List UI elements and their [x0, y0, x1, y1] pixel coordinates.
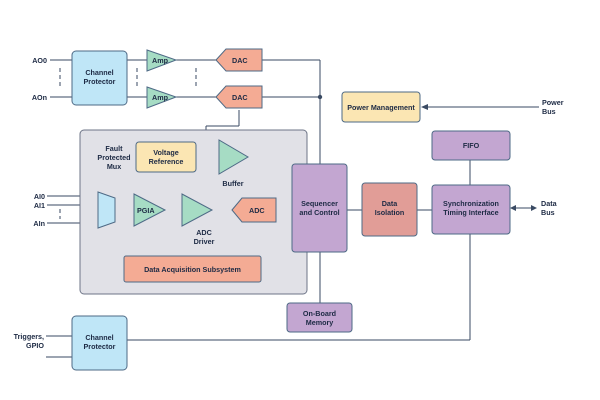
adc-driver: ADC Driver	[181, 193, 215, 246]
mux	[97, 191, 116, 229]
svg-text:Data: Data	[382, 199, 399, 208]
label-data: Data	[541, 199, 558, 208]
label-data-bus: Bus	[541, 208, 555, 217]
svg-text:PGIA: PGIA	[137, 206, 155, 215]
fault-protected-mux-label: Fault Protected Mux	[97, 144, 130, 171]
svg-text:Voltage: Voltage	[153, 148, 178, 157]
label-triggers: Triggers,	[14, 332, 44, 341]
svg-text:Memory: Memory	[306, 318, 334, 327]
buffer: Buffer	[218, 139, 249, 188]
sequencer-and-control: Sequencer and Control	[291, 163, 348, 253]
label-ain: AIn	[33, 219, 45, 228]
svg-text:DAC: DAC	[232, 56, 248, 65]
svg-text:Amp: Amp	[152, 93, 169, 102]
label-ao0: AO0	[32, 56, 47, 65]
svg-text:ADC: ADC	[249, 206, 265, 215]
synchronization-timing-interface: Synchronization Timing Interface	[431, 184, 511, 235]
channel-protector-bottom: Channel Protector	[71, 315, 128, 371]
svg-text:Mux: Mux	[107, 162, 121, 171]
svg-text:FIFO: FIFO	[463, 141, 480, 150]
svg-text:Reference: Reference	[149, 157, 184, 166]
channel-protector-top: Channel Protector	[71, 50, 128, 106]
label-ai1: AI1	[34, 201, 45, 210]
voltage-reference: Voltage Reference	[135, 141, 197, 173]
label-power-bus: Bus	[542, 107, 556, 116]
data-isolation: Data Isolation	[361, 182, 418, 237]
svg-text:Driver: Driver	[194, 237, 215, 246]
adc: ADC	[231, 197, 277, 223]
svg-text:Protector: Protector	[84, 342, 116, 351]
svg-text:Fault: Fault	[105, 144, 123, 153]
pgia: PGIA	[133, 193, 167, 227]
svg-text:and Control: and Control	[299, 208, 339, 217]
label-aon: AOn	[32, 93, 47, 102]
svg-text:Timing Interface: Timing Interface	[443, 208, 498, 217]
svg-text:ADC: ADC	[196, 228, 212, 237]
svg-text:Protected: Protected	[97, 153, 130, 162]
svg-text:Channel: Channel	[85, 68, 113, 77]
label-gpio: GPIO	[26, 341, 44, 350]
svg-text:Sequencer: Sequencer	[301, 199, 338, 208]
daq-subsystem-label: Data Acquisition Subsystem	[123, 255, 262, 283]
svg-text:Amp: Amp	[152, 56, 169, 65]
svg-text:Buffer: Buffer	[222, 179, 243, 188]
fifo: FIFO	[431, 130, 511, 161]
svg-text:Protector: Protector	[84, 77, 116, 86]
label-ai0: AI0	[34, 192, 45, 201]
svg-text:Isolation: Isolation	[375, 208, 405, 217]
svg-text:DAC: DAC	[232, 93, 248, 102]
dac-bottom: DAC	[215, 85, 263, 109]
amp-top: Amp	[146, 49, 178, 72]
svg-text:On-Board: On-Board	[303, 309, 336, 318]
svg-text:Synchronization: Synchronization	[443, 199, 499, 208]
dac-top: DAC	[215, 48, 263, 72]
svg-text:Channel: Channel	[85, 333, 113, 342]
label-power: Power	[542, 98, 564, 107]
power-management: Power Management	[341, 91, 421, 123]
svg-text:Power Management: Power Management	[347, 103, 415, 112]
on-board-memory: On-Board Memory	[286, 302, 353, 333]
svg-text:Data Acquisition Subsystem: Data Acquisition Subsystem	[144, 265, 241, 274]
amp-bottom: Amp	[146, 86, 178, 109]
